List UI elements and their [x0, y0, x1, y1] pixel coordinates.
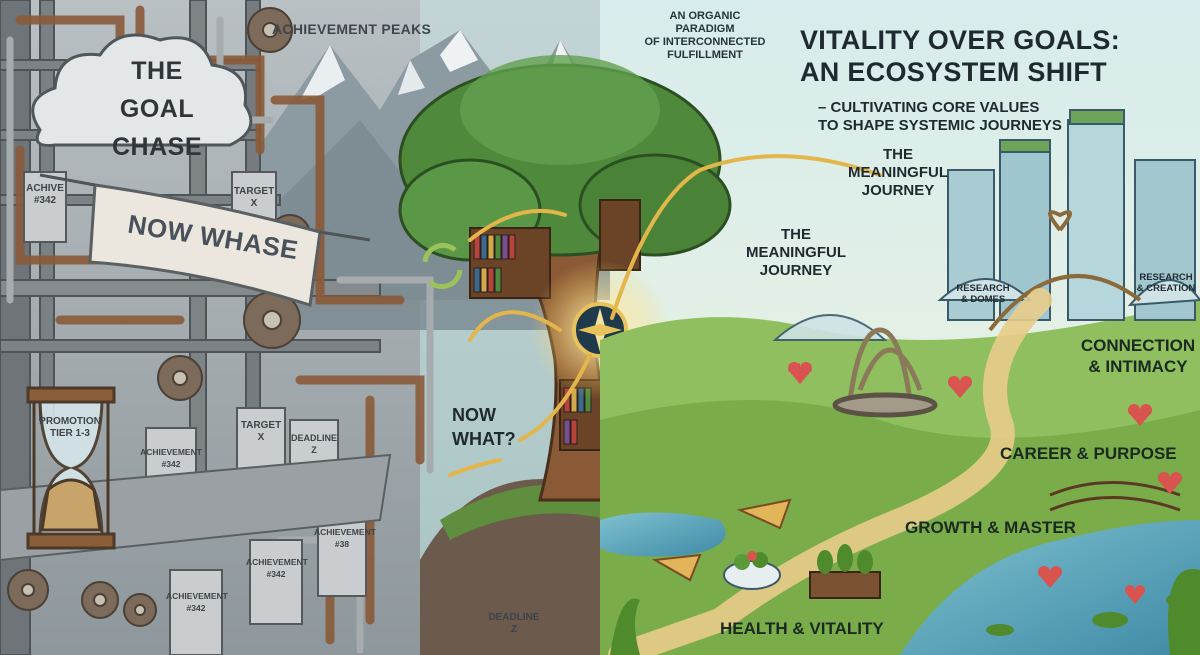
journey-lower-line1: THE [781, 226, 811, 243]
page-subtitle-line1: – CULTIVATING CORE VALUES [818, 99, 1040, 116]
area-connection: CONNECTION & INTIMACY [1078, 335, 1198, 377]
plants [610, 544, 1200, 655]
locker-label-line1: TARGET [240, 420, 282, 431]
locker-label-line2: X [257, 432, 265, 443]
area-connection-line1: CONNECTION [1080, 336, 1196, 355]
locker-label-line1: ACHIEVEMENT [166, 591, 228, 601]
journey-label-lower: THE MEANINGFUL JOURNEY [736, 226, 856, 280]
area-connection-line2: & INTIMACY [1088, 357, 1188, 376]
dome-right-line1: RESEARCH [1139, 272, 1193, 283]
hearts [788, 362, 1182, 604]
locker-label-line1: ACHIEVEMENT [246, 557, 308, 567]
journey-upper-line2: MEANINGFUL [848, 164, 948, 181]
area-health: HEALTH & VITALITY [720, 619, 884, 638]
locker-label-line1: ACHIEVEMENT [314, 527, 376, 537]
knot-sculpture [832, 327, 938, 418]
goal-chase-title-line2: GOAL CHASE [111, 95, 202, 161]
hourglass-label: PROMOTION TIER 1-3 [30, 416, 110, 440]
dome-left-line2: & DOMES [960, 294, 1006, 305]
journey-lower-line2: MEANINGFUL [746, 244, 846, 261]
paradigm-line1: AN ORGANIC PARADIGM [669, 10, 741, 35]
goal-chase-cloud [31, 33, 253, 147]
paradigm-line2: OF INTERCONNECTED [644, 36, 766, 48]
journey-lower-line3: JOURNEY [759, 262, 833, 279]
locker-label: DEADLINE Z [488, 612, 540, 636]
wooden-bridge [1049, 481, 1181, 512]
locker-label: ACHIEVEMENT #342 [246, 556, 308, 580]
hourglass-label-line2: TIER 1-3 [49, 428, 90, 439]
page-title-line1: VITALITY OVER GOALS: [800, 25, 1121, 55]
now-whase-banner [88, 183, 322, 307]
locker-label: TARGET X [232, 186, 276, 210]
dome-left-line1: RESEARCH [956, 283, 1010, 294]
locker-label-line2: Z [510, 624, 518, 635]
hourglass [26, 386, 116, 550]
achievement-peaks-label: ACHIEVEMENT PEAKS [272, 21, 432, 37]
locker-label-line1: DEADLINE [488, 612, 540, 623]
goal-chase-title-line1: THE [131, 57, 183, 85]
locker-label-line1: ACHIEVEMENT [140, 447, 202, 457]
page-title: VITALITY OVER GOALS: AN ECOSYSTEM SHIFT [800, 24, 1120, 88]
salad-bowl [723, 551, 781, 590]
dome-label-left: RESEARCH & DOMES [948, 283, 1018, 305]
veg-planter [809, 571, 881, 599]
page-title-line2: AN ECOSYSTEM SHIFT [800, 57, 1107, 87]
dome-right-line2: & CREATION [1136, 283, 1196, 294]
goal-chase-title: THE GOAL CHASE [92, 52, 222, 166]
page-subtitle-line2: TO SHAPE SYSTEMIC JOURNEYS [818, 117, 1062, 134]
heart-bridge [988, 210, 1142, 332]
locker-label: DEADLINE Z [290, 432, 338, 456]
locker-label-line2: #342 [186, 603, 206, 613]
dome-label-right: RESEARCH & CREATION [1132, 272, 1200, 294]
locker-label-line2: #38 [334, 539, 350, 549]
paradigm-line3: FULFILLMENT [667, 49, 743, 61]
pond [600, 512, 726, 557]
locker-label-line2: #342 [266, 569, 286, 579]
locker-label-line1: TARGET [233, 186, 275, 197]
locker-label-line2: X [250, 198, 258, 209]
locker-label-line1: DEADLINE [290, 433, 337, 443]
area-career: CAREER & PURPOSE [1000, 444, 1177, 463]
pizza-slices [651, 498, 792, 582]
locker-label-line2: #342 [33, 195, 57, 206]
journey-upper-line3: JOURNEY [861, 182, 935, 199]
locker-label: TARGET X [237, 420, 285, 444]
area-growth: GROWTH & MASTER [905, 518, 1076, 537]
journey-upper-line1: THE [883, 146, 913, 163]
page-subtitle: – CULTIVATING CORE VALUES TO SHAPE SYSTE… [818, 99, 1062, 135]
locker-label: ACHIEVEMENT #342 [140, 446, 202, 470]
tree [398, 55, 732, 502]
winding-path [608, 288, 1052, 655]
paradigm-caption: AN ORGANIC PARADIGM OF INTERCONNECTED FU… [640, 10, 770, 62]
hourglass-label-line1: PROMOTION [39, 416, 101, 427]
domes [772, 278, 1200, 341]
locker-label: ACHIEVEMENT #38 [314, 526, 376, 550]
locker-label: ACHIEVEMENT #342 [166, 590, 228, 614]
locker-label-line1: ACHIVE [26, 183, 64, 194]
locker-label-line2: #342 [161, 459, 181, 469]
locker-label-line2: Z [311, 445, 317, 455]
now-what-label: NOW WHAT? [452, 405, 516, 449]
cycle-arrows-icon [422, 242, 463, 290]
locker-label: ACHIVE #342 [22, 183, 68, 207]
journey-label-upper: THE MEANINGFUL JOURNEY [838, 146, 958, 200]
